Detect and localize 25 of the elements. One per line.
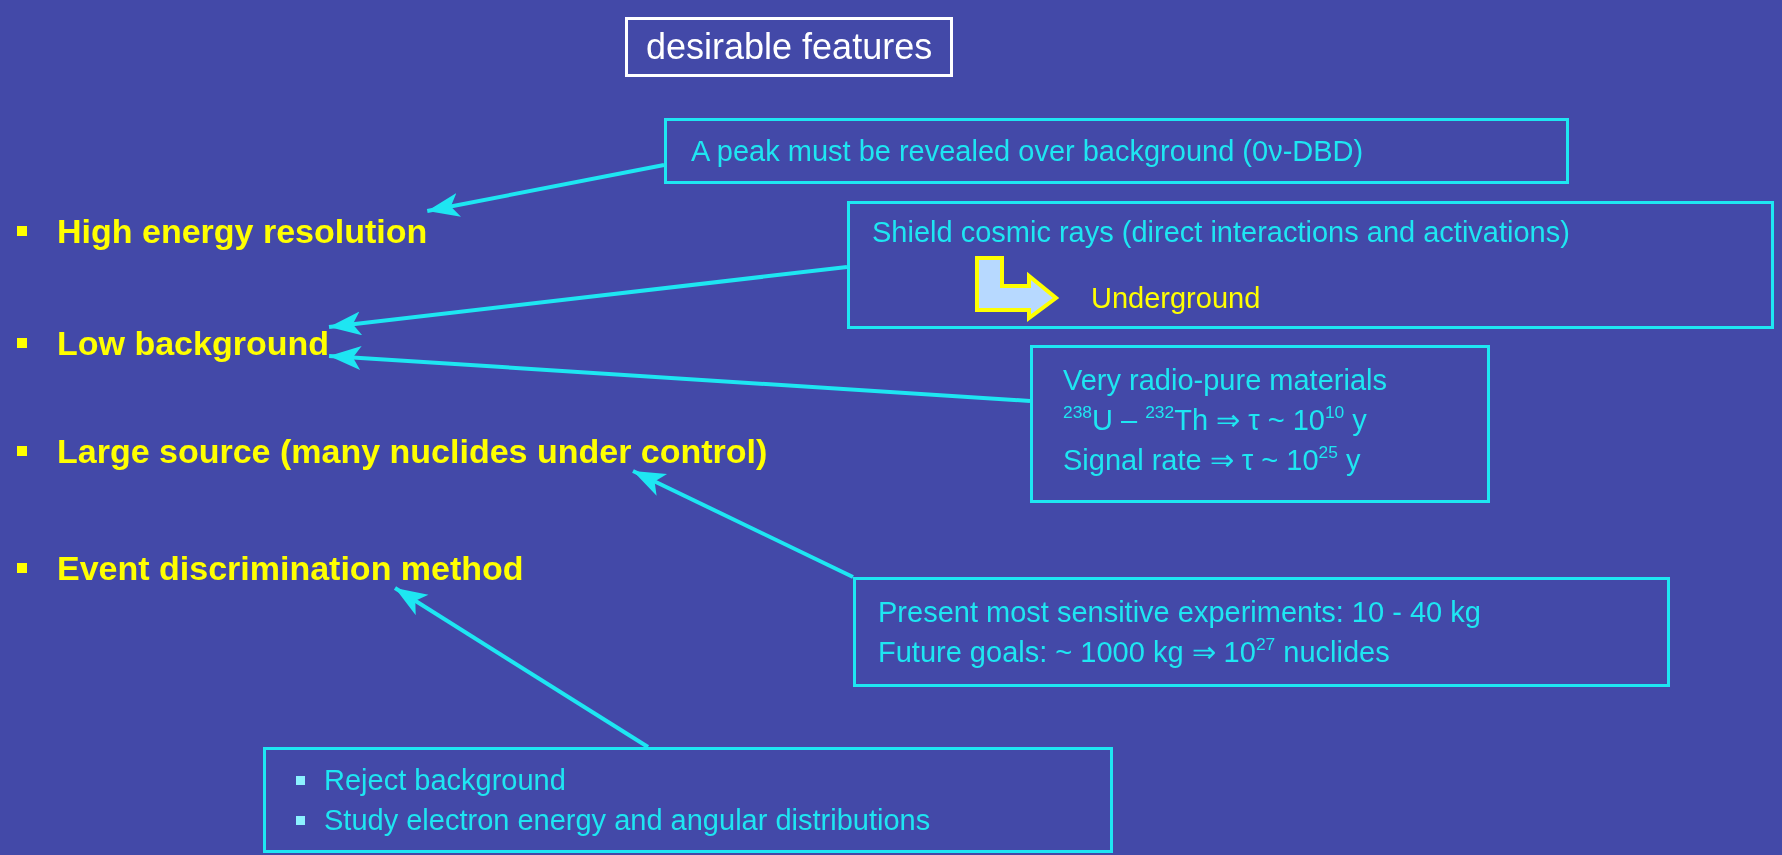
callout-box (664, 118, 1569, 184)
callout-box (847, 201, 1774, 329)
callout-text: Very radio-pure materials (1063, 363, 1387, 398)
heading-box: desirable features (625, 17, 954, 77)
list-item-text: Study electron energy and angular distributions (324, 803, 931, 838)
arrow (328, 346, 1031, 403)
arrow (426, 163, 665, 217)
callout-text: Signal rate ⇒ τ ~ 10$^{25}$ y (1063, 440, 1361, 478)
arrow (328, 265, 848, 336)
callout-text: A peak must be revealed over background (0ν-DBD) (691, 134, 1364, 169)
callout-box (853, 577, 1670, 687)
callout-text: Future goals: ~ 1000 kg ⇒ 10$^{27}$ nuclides (878, 632, 1390, 670)
callout-box (263, 747, 1113, 853)
list-item-text: High energy resolution (57, 211, 428, 251)
list-item-text: Reject background (324, 763, 566, 798)
arrow (393, 586, 650, 749)
callout-text: Shield cosmic rays (direct interactions and activations) (872, 215, 1570, 250)
arrow (632, 469, 854, 579)
list-item-text: Event discrimination method (57, 548, 524, 588)
callout-text: $^{238}$U – $^{232}$Th ⇒ τ ~ 10$^{10}$ y (1063, 400, 1367, 438)
list-item-text: Large source (many nuclides under control) (57, 431, 768, 471)
callout-text: Underground (1091, 281, 1261, 316)
callout-box (1030, 345, 1490, 503)
callout-text: Present most sensitive experiments: 10 - 40 kg (878, 595, 1481, 630)
list-item-text: Low background (57, 323, 329, 363)
